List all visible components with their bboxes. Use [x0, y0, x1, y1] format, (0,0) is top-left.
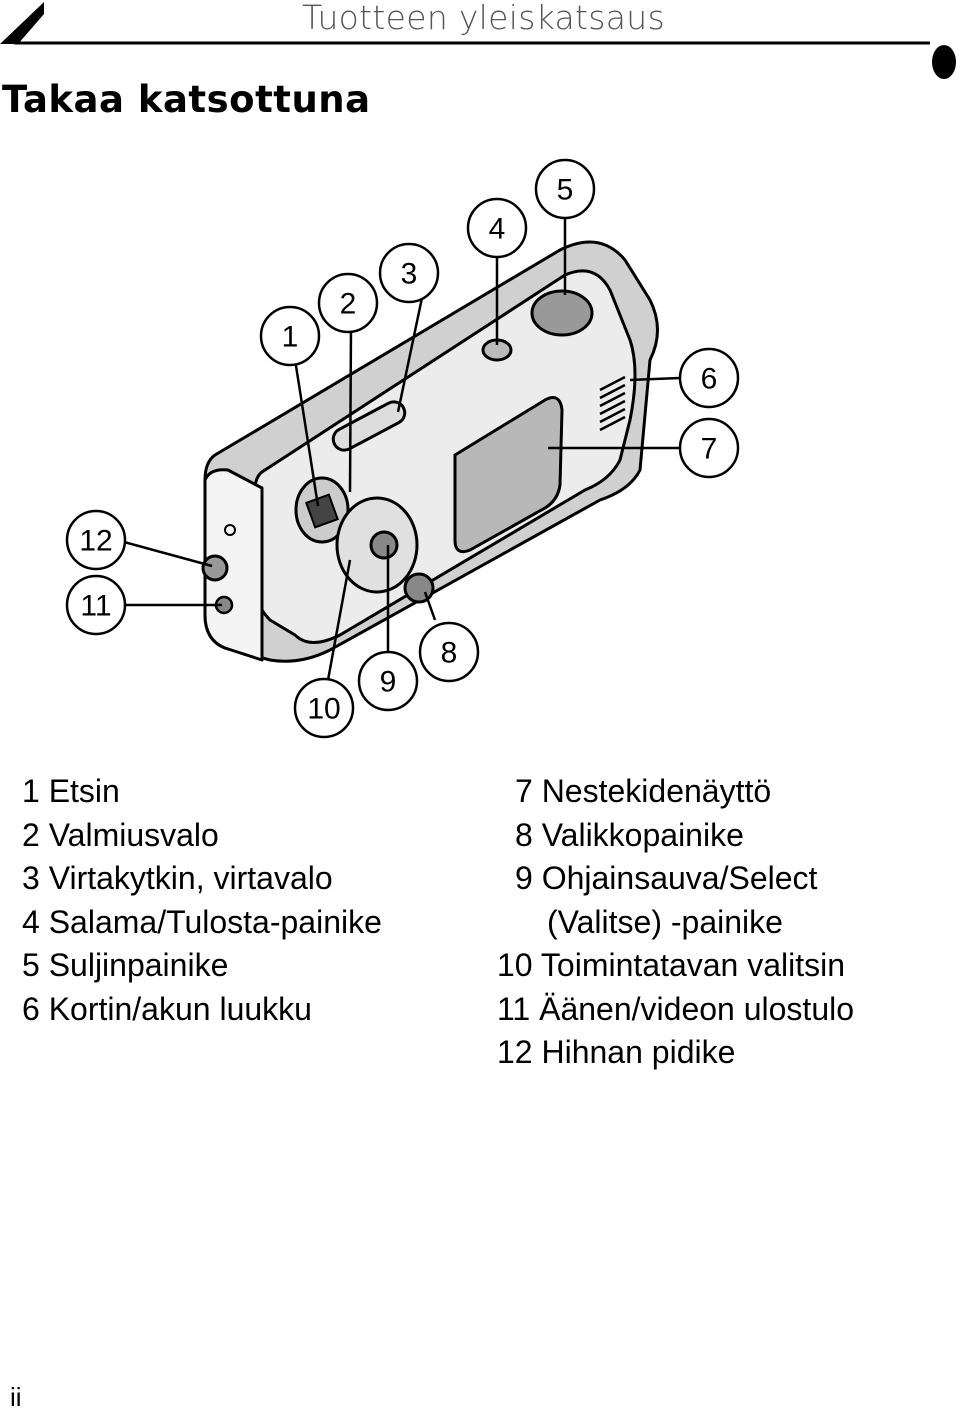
- legend-item: 8 Valikkopainike: [515, 816, 744, 853]
- callout-3-circle: [378, 242, 440, 304]
- callout-circles: [65, 158, 740, 739]
- callout-4-label: 4: [489, 213, 506, 246]
- callout-4-circle: [466, 197, 528, 259]
- camera-rear-illustration: 1 2 3 4 5 6 7 8 9 10 11 12: [65, 158, 740, 739]
- legend-item: 5 Suljinpainike: [22, 947, 229, 983]
- running-header: Tuotteen yleiskatsaus: [302, 0, 666, 37]
- side-screw: [224, 524, 236, 536]
- callout-8-label: 8: [441, 637, 458, 670]
- callout-7-label: 7: [701, 433, 718, 466]
- lcd-screen: [453, 396, 564, 554]
- legend-item: 9 Ohjainsauva/Select: [515, 860, 818, 896]
- callout-5-circle: [534, 158, 596, 220]
- vent-grille: [599, 375, 626, 432]
- strap-post: [201, 554, 229, 582]
- legend-item: 10 Toimintatavan valitsin: [497, 947, 846, 983]
- legend-item: 3 Virtakytkin, virtavalo: [22, 860, 333, 896]
- callout-3-label: 3: [401, 258, 418, 291]
- callout-2-label: 2: [340, 288, 357, 321]
- callout-6-circle: [678, 347, 740, 409]
- callout-leaders: [123, 214, 681, 681]
- legend-item: 1 Etsin: [22, 773, 120, 809]
- legend-item: 11 Äänen/videon ulostulo: [497, 990, 855, 1027]
- legend-item: 6 Kortin/akun luukku: [22, 990, 312, 1027]
- callout-12-label: 12: [79, 525, 112, 558]
- callout-9-label: 9: [380, 666, 397, 699]
- legend-item: 12 Hihnan pidike: [497, 1034, 736, 1070]
- callout-1-label: 1: [282, 321, 299, 354]
- page-number: ii: [10, 1382, 22, 1412]
- callout-8-circle: [418, 621, 480, 683]
- header-end-dot: [932, 45, 956, 79]
- legend-item: 7 Nestekidenäyttö: [515, 773, 772, 809]
- callout-10-circle: [293, 677, 355, 739]
- callout-2-circle: [317, 272, 379, 334]
- header-rule: [0, 2, 956, 79]
- callout-10-label: 10: [307, 693, 340, 726]
- legend-item: 2 Valmiusvalo: [22, 816, 219, 853]
- legend-item-continuation: (Valitse) -painike: [547, 903, 783, 940]
- callout-11-circle: [65, 574, 127, 636]
- legend-item: 4 Salama/Tulosta-painike: [22, 903, 382, 940]
- callout-12-circle: [65, 509, 127, 571]
- shutter-button: [530, 289, 594, 337]
- header-corner-tab: [0, 2, 44, 44]
- legend-right-column: 7 Nestekidenäyttö 8 Valikkopainike 9 Ohj…: [497, 770, 854, 1075]
- joystick: [369, 530, 399, 560]
- callout-6-label: 6: [701, 363, 718, 396]
- callout-9-circle: [357, 650, 419, 712]
- callout-1-circle: [259, 305, 321, 367]
- callout-11-label: 11: [80, 590, 111, 623]
- callout-5-label: 5: [557, 174, 574, 207]
- legend-left-column: 1 Etsin 2 Valmiusvalo 3 Virtakytkin, vir…: [22, 770, 382, 1031]
- callout-7-circle: [678, 417, 740, 479]
- menu-button: [403, 572, 435, 604]
- section-title: Takaa katsottuna: [2, 78, 371, 121]
